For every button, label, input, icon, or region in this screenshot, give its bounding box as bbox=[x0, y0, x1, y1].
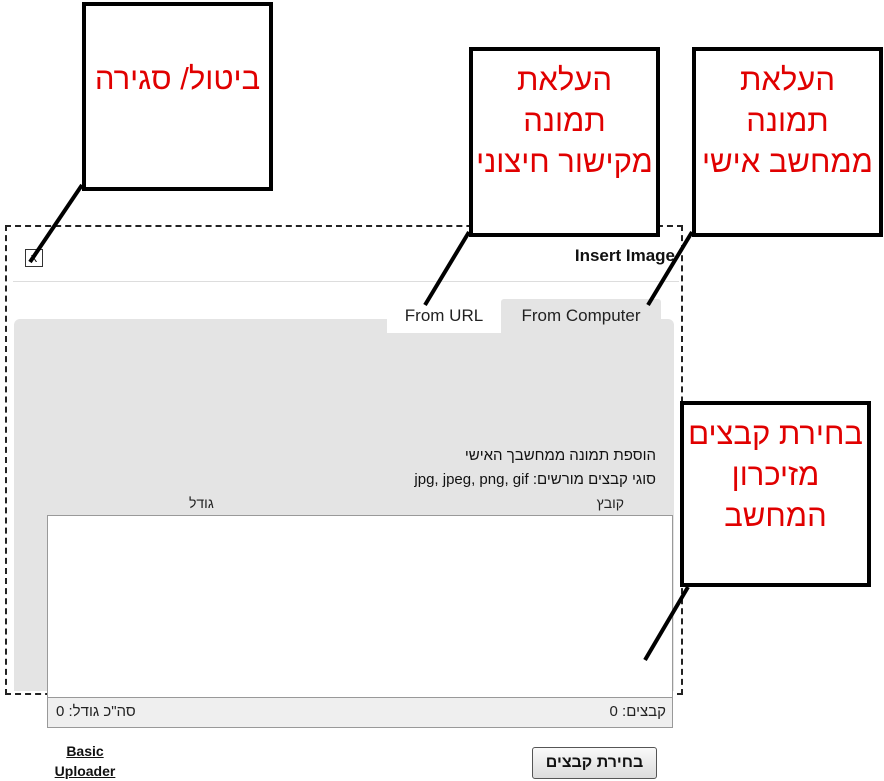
insert-image-dialog: x Insert Image הוספת תמונה ממחשבך האישי … bbox=[5, 225, 683, 779]
allowed-types-text: סוגי קבצים מורשים: jpg, jpeg, png, gif bbox=[414, 471, 656, 488]
info-text: הוספת תמונה ממחשבך האישי bbox=[464, 447, 656, 464]
column-header-file: קובץ bbox=[596, 495, 624, 511]
connector-from-computer bbox=[646, 230, 694, 307]
callout-from-url: העלאת תמונה מקישור חיצוני bbox=[469, 47, 660, 237]
file-list-footer: קבצים: 0 סה"כ גודל: 0 bbox=[47, 698, 673, 728]
callout-from-computer: העלאת תמונה ממחשב אישי bbox=[692, 47, 883, 237]
file-list[interactable] bbox=[47, 515, 673, 698]
total-size: סה"כ גודל: 0 bbox=[56, 703, 136, 720]
callout-close: ביטול/ סגירה bbox=[82, 2, 273, 191]
connector-choose-files bbox=[643, 585, 690, 662]
title-divider bbox=[13, 281, 679, 282]
upload-panel: הוספת תמונה ממחשבך האישי סוגי קבצים מורש… bbox=[14, 319, 674, 779]
basic-uploader-link[interactable]: Basic Uploader bbox=[54, 743, 116, 779]
choose-files-button[interactable]: בחירת קבצים bbox=[532, 747, 657, 779]
column-header-size: גודל bbox=[189, 495, 214, 511]
tab-from-computer[interactable]: From Computer bbox=[501, 299, 661, 333]
connector-from-url bbox=[423, 230, 471, 307]
dialog-title: Insert Image bbox=[574, 246, 675, 265]
connector-close bbox=[28, 183, 84, 264]
tab-from-url[interactable]: From URL bbox=[387, 299, 501, 333]
callout-connectors bbox=[28, 183, 694, 662]
callout-choose-files: בחירת קבצים מזיכרון המחשב bbox=[680, 401, 871, 587]
file-count: קבצים: 0 bbox=[609, 703, 666, 720]
